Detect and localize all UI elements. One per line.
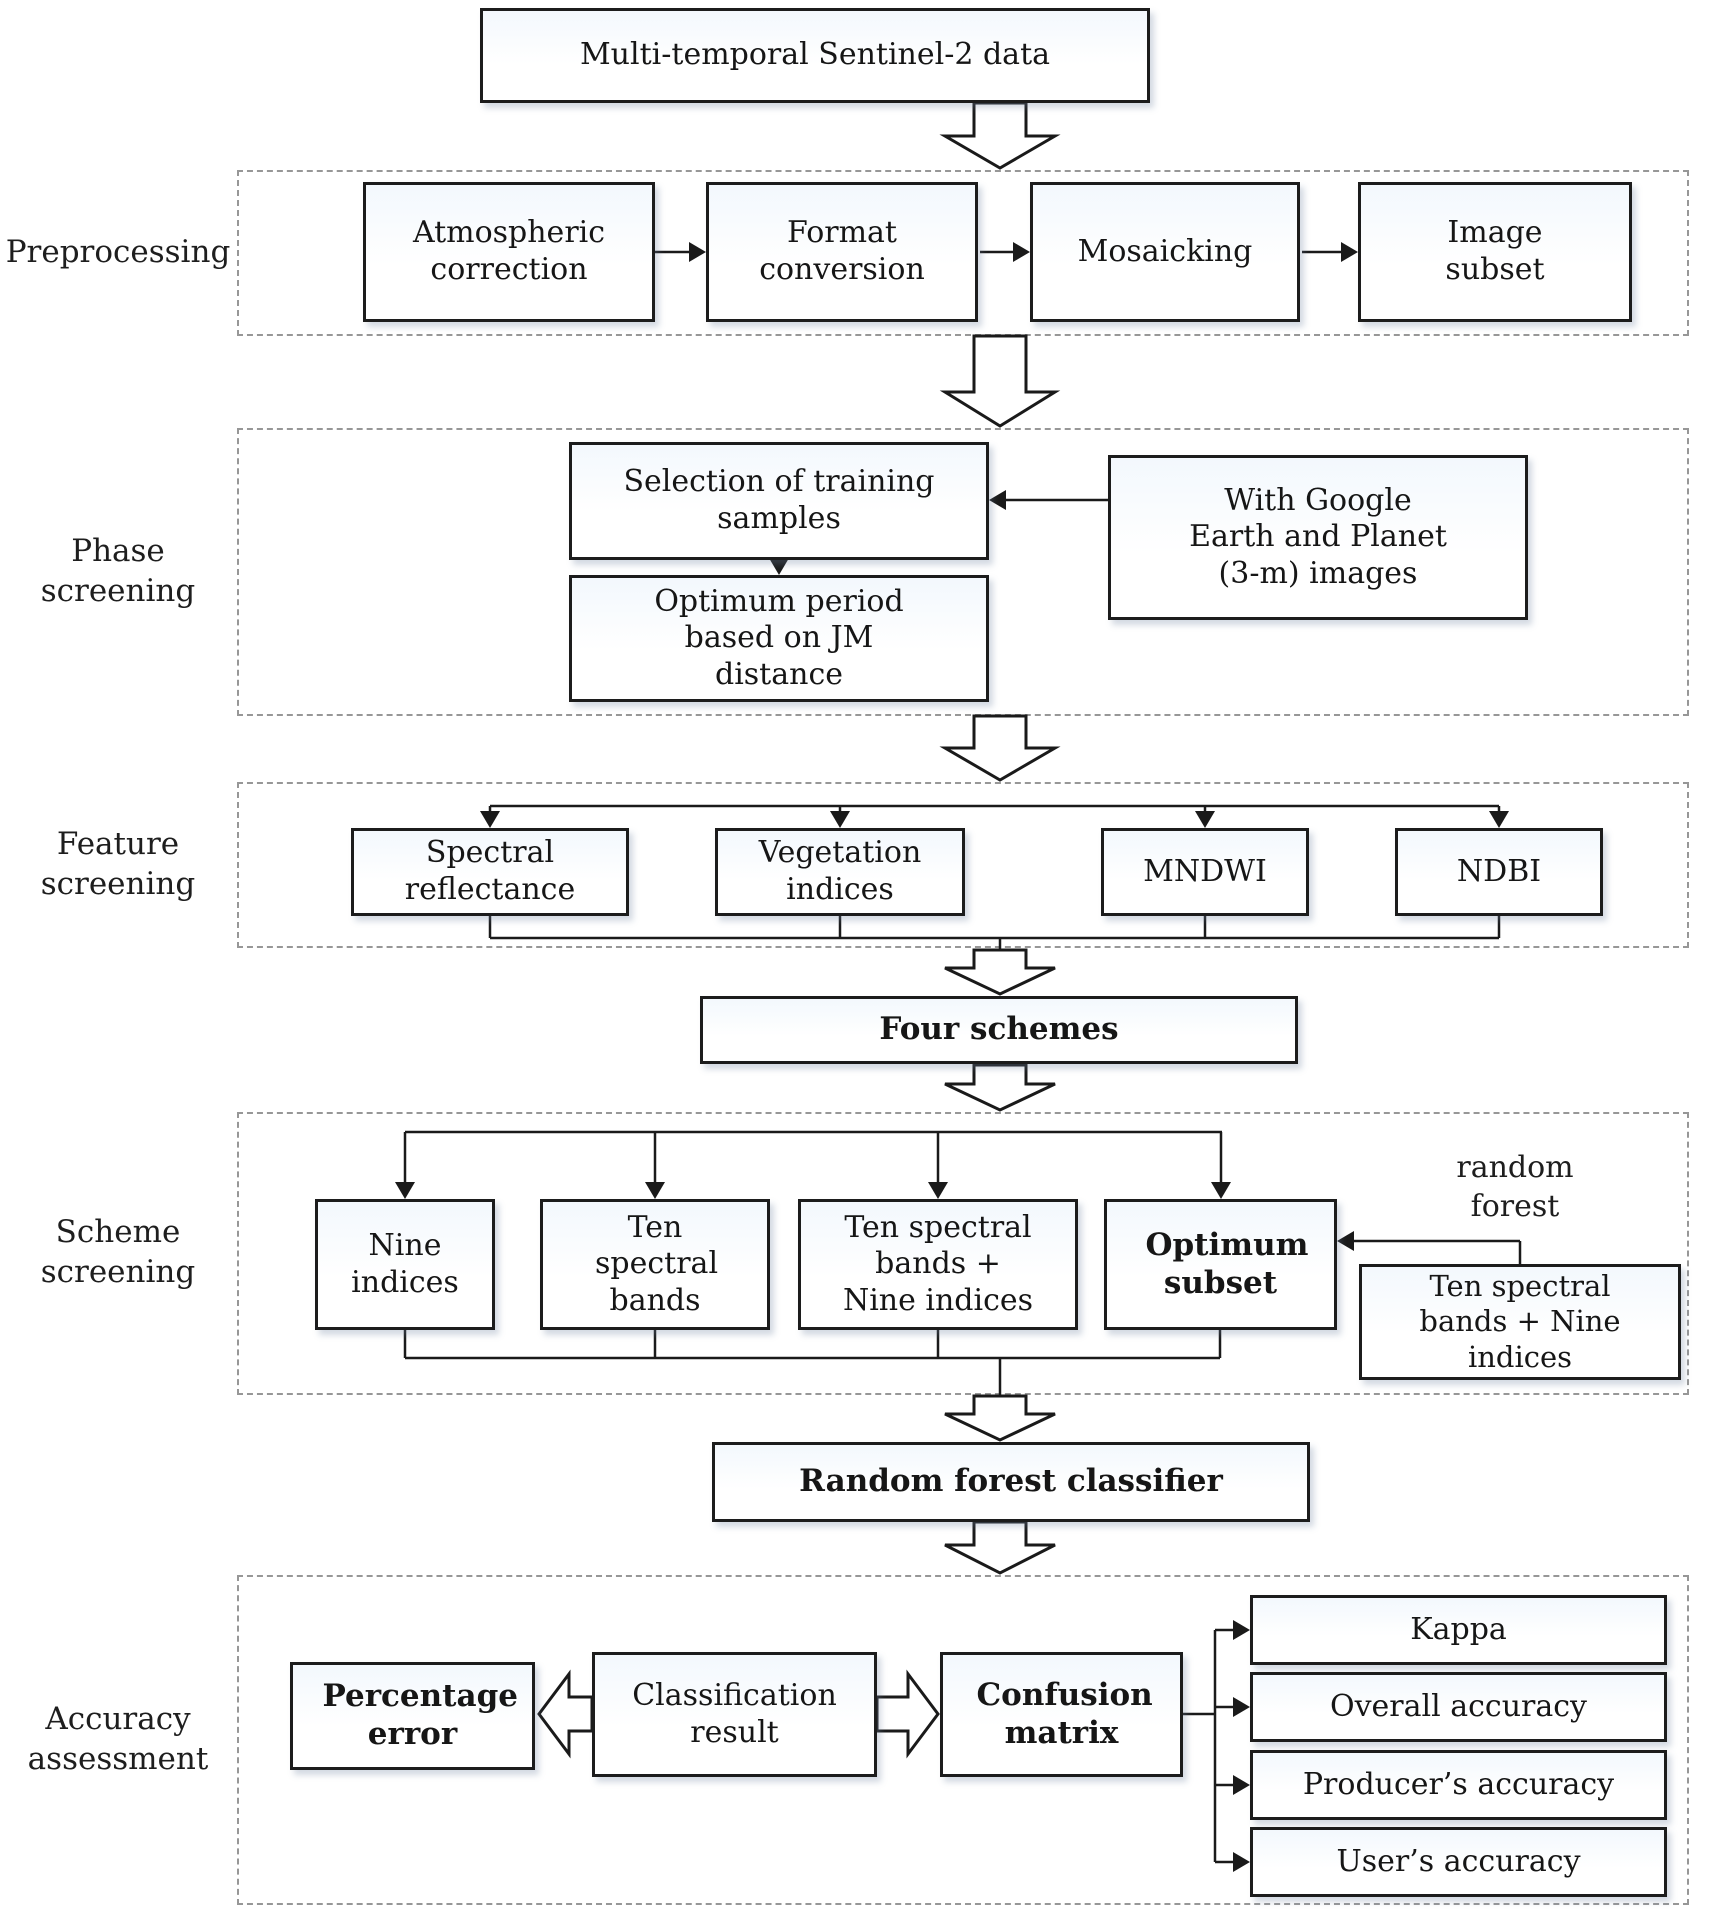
solid-arrowhead: [395, 1182, 415, 1199]
phase-screening-label: Phase screening: [40, 533, 196, 609]
kappa-box: Kappa: [1250, 1595, 1667, 1665]
mndwi-box: MNDWI: [1101, 828, 1309, 916]
subset-source-box: Ten spectral bands + Nine indices: [1359, 1264, 1681, 1380]
scheme-screening-section-frame: [237, 1112, 1689, 1395]
solid-arrowhead: [1233, 1697, 1250, 1717]
classification-result-box: Classification result: [592, 1652, 877, 1777]
ndbi-box: NDBI: [1395, 828, 1603, 916]
solid-arrowhead: [1233, 1620, 1250, 1640]
atmospheric-correction-box: Atmospheric correction: [363, 182, 655, 322]
mosaicking-box: Mosaicking: [1030, 182, 1300, 322]
solid-arrowhead: [1489, 811, 1509, 828]
random-forest-annotation: random forest: [1456, 1150, 1574, 1224]
percentage-error-box: Percentage error: [290, 1662, 535, 1770]
preprocessing-section-frame: [237, 170, 1689, 336]
overall-accuracy-box: Overall accuracy: [1250, 1672, 1667, 1742]
format-conversion-box: Format conversion: [706, 182, 978, 322]
solid-arrowhead: [480, 811, 500, 828]
nine-indices-box: Nine indices: [315, 1199, 495, 1330]
google-earth-planet-images-box: With Google Earth and Planet (3-m) image…: [1108, 455, 1528, 620]
solid-arrowhead: [989, 490, 1006, 510]
confusion-matrix-box: Confusion matrix: [940, 1652, 1183, 1777]
flow-down-arrow-hollow: [944, 1063, 1056, 1112]
flow-down-arrow-hollow: [944, 948, 1056, 996]
multi-temporal-sentinel2-data-box: Multi-temporal Sentinel-2 data: [480, 8, 1150, 103]
optimum-period-jm-distance-box: Optimum period based on JM distance: [569, 575, 989, 702]
flow-down-arrow-hollow: [939, 714, 1061, 782]
feature-screening-label: Feature screening: [40, 826, 196, 902]
flow-down-arrow-hollow: [939, 334, 1061, 428]
flow-side-arrow-hollow: [537, 1669, 594, 1759]
solid-arrowhead: [928, 1182, 948, 1199]
vegetation-indices-box: Vegetation indices: [715, 828, 965, 916]
four-schemes-box: Four schemes: [700, 996, 1298, 1064]
image-subset-box: Image subset: [1358, 182, 1632, 322]
producers-accuracy-box: Producer’s accuracy: [1250, 1750, 1667, 1820]
flow-down-arrow-hollow: [944, 1394, 1056, 1442]
random-forest-classifier-box: Random forest classifier: [712, 1442, 1310, 1522]
solid-arrowhead: [689, 242, 706, 262]
ten-spectral-bands-nine-indices-box: Ten spectral bands + Nine indices: [798, 1199, 1078, 1330]
phase-screening-section-frame: [237, 428, 1689, 716]
scheme-screening-label: Scheme screening: [40, 1214, 196, 1290]
accuracy-assessment-section-frame: [237, 1575, 1689, 1905]
ten-spectral-bands-box: Ten spectral bands: [540, 1199, 770, 1330]
spectral-reflectance-box: Spectral reflectance: [351, 828, 629, 916]
solid-arrowhead: [1337, 1231, 1354, 1251]
solid-arrowhead: [645, 1182, 665, 1199]
users-accuracy-box: User’s accuracy: [1250, 1827, 1667, 1897]
solid-arrowhead: [769, 558, 789, 575]
solid-arrowhead: [830, 811, 850, 828]
flow-down-arrow-hollow: [939, 101, 1061, 170]
preprocessing-label: Preprocessing: [5, 234, 231, 271]
solid-arrowhead: [1013, 242, 1030, 262]
optimum-subset-box: Optimum subset: [1104, 1199, 1337, 1330]
solid-arrowhead: [1341, 242, 1358, 262]
flow-side-arrow-hollow: [875, 1669, 940, 1759]
solid-arrowhead: [1233, 1775, 1250, 1795]
flow-down-arrow-hollow: [944, 1520, 1056, 1575]
solid-arrowhead: [1233, 1852, 1250, 1872]
accuracy-assessment-label: Accuracy assessment: [27, 1701, 209, 1777]
feature-screening-section-frame: [237, 782, 1689, 948]
solid-arrowhead: [1211, 1182, 1231, 1199]
solid-arrowhead: [1195, 811, 1215, 828]
selection-of-training-samples-box: Selection of training samples: [569, 442, 989, 560]
